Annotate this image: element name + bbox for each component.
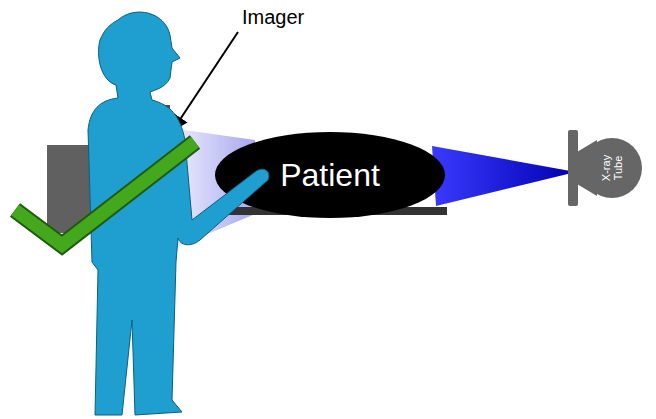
checkmark: [15, 142, 195, 245]
node-text: Patient: [280, 157, 380, 194]
ellipse-shape: [215, 132, 445, 218]
tube-face: [568, 130, 578, 206]
tube-body: [582, 138, 642, 198]
xray-tube: X-ray Tube: [565, 128, 645, 208]
node-text: X-ray Tube: [600, 151, 624, 185]
leader-line: [173, 32, 238, 130]
xray-beam: [432, 146, 576, 206]
checkmark-outline: [15, 142, 195, 245]
callout-label: Imager: [242, 6, 304, 29]
patient-ellipse: Patient: [215, 132, 445, 218]
